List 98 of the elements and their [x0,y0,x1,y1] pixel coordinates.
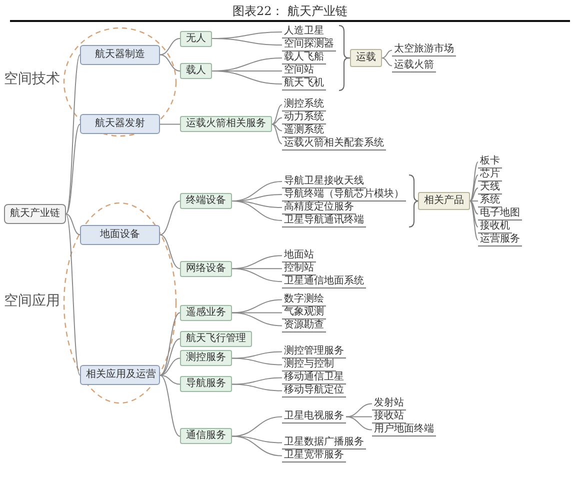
item-text: 发射站 [372,397,406,410]
connector-line [160,312,180,376]
root-box: 航天产业链 [4,204,66,224]
item-text: 测控系统 [282,98,326,112]
connector-line [66,214,80,376]
connector-line [346,403,372,418]
item-text: 运载火箭 [392,59,436,72]
item-text: 卫星导航通讯终端 [282,214,366,227]
item-text: 测控与控制 [282,358,336,372]
category-box: 航天器发射 [80,114,160,134]
item-text: 卫星电视服务 [282,410,346,424]
category-box: 地面设备 [80,224,160,245]
connector-line [160,338,180,376]
item-text: 卫星宽带服务 [282,449,346,462]
connector-line [470,174,478,202]
chart-title: 图表22： 航天产业链 [231,3,349,20]
item-text: 数字测绘 [282,293,326,306]
connector-line [382,58,392,66]
item-text: 运载火箭相关配套系统 [282,137,386,150]
item-text: 接收机 [478,220,512,234]
connector-line [212,70,282,84]
subcategory-box: 无人 [180,30,212,46]
connector-line [160,38,180,56]
subcategory-box: 遥感业务 [180,304,232,321]
subcategory-box: 终端设备 [180,193,232,209]
connector-line [160,374,180,385]
item-text: 遥测系统 [282,124,326,138]
subcategory-box: 运载火箭相关服务 [180,116,272,132]
group-box: 运载 [350,49,382,67]
item-text: 航天飞机 [282,78,326,90]
item-text: 板卡 [478,156,502,168]
item-text: 导航卫星接收天线 [282,175,366,188]
connector-line [212,38,282,46]
subcategory-box: 载人 [180,63,212,79]
connector-line [470,200,478,214]
item-text: 气象观测 [282,306,326,320]
connector-line [232,200,282,221]
item-text: 载人飞船 [282,52,326,64]
connector-line [232,358,282,366]
connector-line [232,299,282,314]
item-text: 空间探测器 [282,38,336,52]
connector-line [160,234,180,270]
connector-line [160,200,180,236]
item-text: 运营服务 [478,234,522,246]
connector-line [470,188,478,202]
connector-line [66,124,80,214]
item-text: 移动通信卫星 [282,371,346,384]
connector-line [470,162,478,202]
item-text: 用户地面终端 [372,423,436,436]
category-box: 航天器制造 [80,44,160,65]
connector-line [160,54,180,72]
connector-line [232,268,282,282]
subcategory-box: 航天飞行管理 [180,330,252,347]
connector-line [470,200,478,228]
item-text: 接收站 [372,410,406,424]
connector-line [346,416,372,430]
connector-line [382,50,392,58]
item-text: 芯片 [478,168,502,182]
connector-line [66,54,80,214]
connector-line [272,124,282,132]
item-text: 系统 [478,194,502,208]
item-text: 资源勘查 [282,319,326,332]
connector-line [272,124,282,144]
category-box: 相关应用及运营 [80,365,160,386]
connector-line [272,104,282,125]
connector-line [232,384,282,392]
item-text: 电子地图 [478,208,522,220]
connector-line [470,200,478,240]
connector-line [232,416,282,437]
item-text: 卫星通信地面系统 [282,275,366,288]
connector-line [272,117,282,125]
item-text: 控制站 [282,262,316,276]
section-label: 空间技术 [4,70,60,88]
subcategory-box: 网络设备 [180,260,232,277]
subcategory-box: 测控服务 [180,350,232,366]
item-text: 人造卫星 [282,26,326,38]
connector-line [160,374,180,437]
connector-line [232,377,282,385]
item-text: 空间站 [282,64,316,78]
connector-line [232,436,282,456]
subcategory-box: 通信服务 [180,428,232,444]
item-text: 移动导航定位 [282,384,346,398]
item-text: 地面站 [282,249,316,262]
connector-line [232,351,282,359]
connector-line [160,358,180,376]
item-text: 导航终端（导航芯片模块） [282,188,406,201]
subcategory-box: 导航服务 [180,376,232,392]
connector-line [66,214,80,236]
item-text: 天线 [478,182,502,194]
item-text: 测控管理服务 [282,345,346,358]
item-text: 动力系统 [282,111,326,124]
connector-line [232,312,282,326]
item-text: 高精度定位服务 [282,201,356,214]
item-text: 太空旅游市场 [392,44,456,57]
item-text: 卫星数据广播服务 [282,436,366,450]
connector-line [160,124,180,125]
group-box: 相关产品 [418,192,470,210]
section-label: 空间应用 [4,292,60,310]
